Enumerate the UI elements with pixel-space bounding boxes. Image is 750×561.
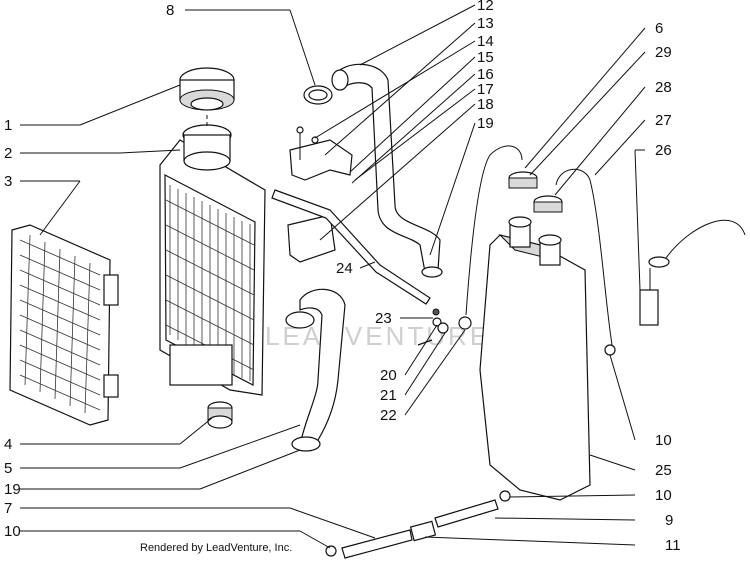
callout-14: 14 <box>477 33 494 50</box>
callout-23: 23 <box>375 310 392 327</box>
lower-hose <box>285 288 346 452</box>
callouts: 1 2 3 4 5 19 7 10 8 12 13 14 15 16 17 18… <box>4 0 681 554</box>
callout-3: 3 <box>4 173 12 190</box>
callout-22: 22 <box>380 407 397 424</box>
callout-5: 5 <box>4 460 12 477</box>
callout-19-right: 19 <box>477 115 494 132</box>
callout-28: 28 <box>655 79 672 96</box>
callout-20: 20 <box>380 367 397 384</box>
radiator-guard <box>9 224 119 426</box>
callout-12: 12 <box>477 0 494 14</box>
credit-text: Rendered by LeadVenture, Inc. <box>140 542 292 554</box>
radiator <box>159 124 266 396</box>
callout-25: 25 <box>655 462 672 479</box>
callout-24: 24 <box>336 260 353 277</box>
washers <box>417 308 472 346</box>
callout-9: 9 <box>665 512 673 529</box>
callout-19-left: 19 <box>4 481 21 498</box>
callout-7: 7 <box>4 500 12 517</box>
callout-10-right: 10 <box>655 432 672 449</box>
callout-15: 15 <box>477 49 494 66</box>
callout-27: 27 <box>655 112 672 129</box>
callout-26: 26 <box>655 142 672 159</box>
leader-lines <box>20 4 646 549</box>
callout-8: 8 <box>166 2 174 19</box>
callout-16: 16 <box>477 66 494 83</box>
callout-21: 21 <box>380 387 397 404</box>
level-sensor <box>639 219 746 326</box>
overflow-pipe <box>271 189 431 305</box>
callout-4: 4 <box>4 436 12 453</box>
hose-clamp-top <box>303 85 333 105</box>
vent-tube-right <box>555 168 613 346</box>
callout-10-bottom: 10 <box>4 523 21 540</box>
tank-cap <box>508 171 563 213</box>
expansion-tank <box>479 216 591 501</box>
callout-6: 6 <box>655 20 663 37</box>
upper-hose <box>331 63 443 278</box>
callout-17: 17 <box>477 81 494 98</box>
callout-11: 11 <box>665 537 681 554</box>
rubber-mount <box>207 401 233 429</box>
callout-2: 2 <box>4 145 12 162</box>
callout-13: 13 <box>477 15 494 32</box>
mounting-bracket <box>287 126 353 263</box>
drain-hose <box>325 344 616 559</box>
callout-29: 29 <box>655 44 672 61</box>
callout-1: 1 <box>4 117 12 134</box>
radiator-cap <box>179 67 235 111</box>
callout-18: 18 <box>477 96 494 113</box>
vent-tube-left <box>465 145 523 316</box>
callout-10-lower-right: 10 <box>655 487 672 504</box>
